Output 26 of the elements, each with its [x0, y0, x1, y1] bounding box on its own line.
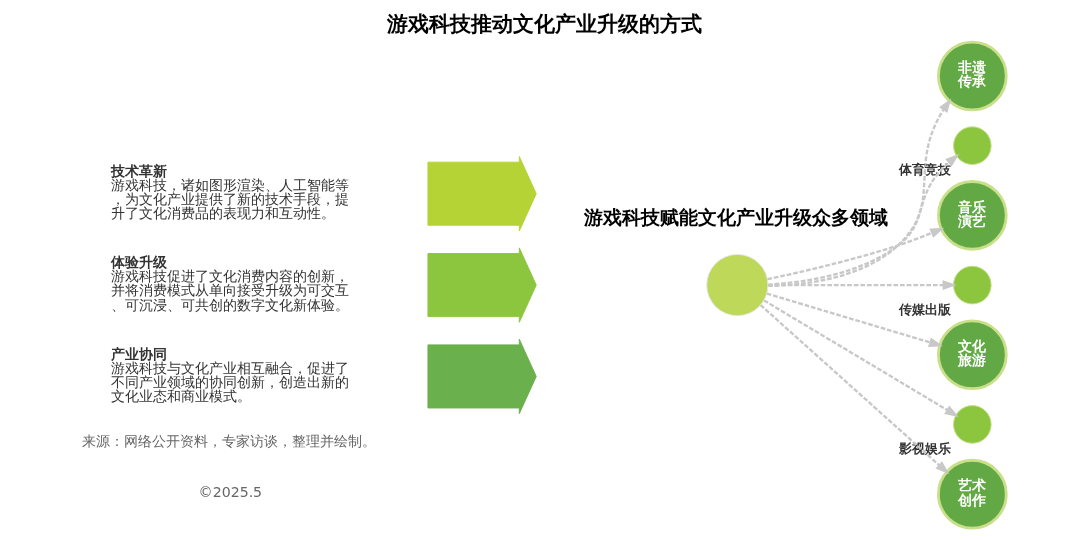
arrow	[767, 153, 959, 286]
node-circle: 音乐演艺	[936, 180, 1008, 251]
arrow	[763, 299, 959, 417]
node-label: 游戏科技促进了文化消费内容的创新，并将消费模式从单向接受升级为可交互、可沉浸、可共创的数字文化新体验。	[110, 268, 349, 313]
node-circle	[952, 265, 992, 305]
node-label: 游戏科技，诸如图形渲染、人工智能等，为文化产业提供了新的技术手段，提升了文化消费品的表现力和互动性。	[110, 176, 349, 222]
node-arrow	[426, 338, 537, 415]
node-circle: 文化旅游	[936, 319, 1008, 391]
arrow	[766, 292, 943, 347]
node-arrow	[426, 247, 537, 323]
node-label: 产业协同	[110, 345, 167, 362]
node-label: 游戏科技与文化产业相互融合，促进了不同产业领域的协同创新，创造出新的文化业态和商业模式。	[110, 359, 349, 404]
node-label: 体验升级	[110, 254, 167, 271]
node-circle	[952, 405, 992, 444]
label: 游戏科技赋能文化产业升级众多领域	[583, 206, 888, 228]
label: ©2025.5	[198, 483, 262, 500]
node-label: 技术革新	[110, 162, 167, 179]
arrow	[759, 304, 949, 475]
arrow	[766, 227, 944, 281]
arrow	[767, 98, 951, 288]
node-label: 传媒出版	[898, 301, 951, 317]
label: 来源：网络公开资料，专家访谈，整理并绘制。	[81, 432, 376, 449]
node-arrow	[426, 156, 537, 232]
diagram-title: 游戏科技推动文化产业升级的方式	[386, 12, 702, 37]
node-circle	[705, 254, 768, 317]
node-circle	[952, 126, 992, 165]
